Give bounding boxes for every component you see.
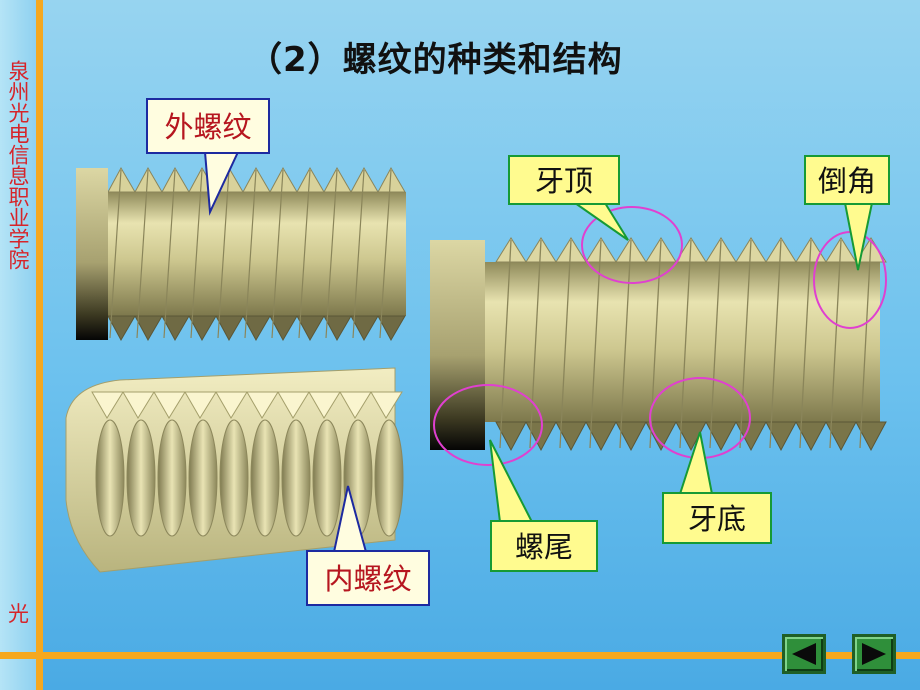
thread-line [709,239,722,449]
thread-groove [157,419,187,537]
vertical-accent-line [36,0,43,690]
thread-tooth [323,166,352,193]
thread-tooth [246,391,279,419]
thread-tooth [269,166,298,193]
horizontal-accent-line [0,652,920,659]
external-thread-image [76,166,406,342]
thread-tooth [615,421,647,452]
thread-tooth [855,421,887,452]
thread-tooth [188,315,217,342]
chamfer-label: 倒角 [804,155,890,205]
thread-line [217,169,230,339]
bolt-thread-teeth [495,237,887,452]
thread-tooth [645,421,677,452]
previous-slide-button[interactable] [782,634,826,674]
thread-tooth [277,391,310,419]
thread-line [859,239,872,449]
thread-tooth [242,166,271,193]
thread-tooth [795,421,827,452]
thread-tooth [184,391,217,419]
thread-tooth [122,391,155,419]
thread-line [109,169,122,339]
next-slide-button[interactable] [852,634,896,674]
crest-highlight-circle [581,206,683,284]
root-pointer [678,431,714,495]
thread-groove [126,419,156,537]
thread-tooth [339,391,372,419]
runout-label: 螺尾 [490,520,598,572]
thread-tooth [296,315,325,342]
thread-line [799,239,812,449]
thread-groove [250,419,280,537]
thread-groove [312,419,342,537]
thread-tooth [555,421,587,452]
internal-thread-label: 内螺纹 [306,550,430,606]
thread-tooth [765,421,797,452]
thread-line [829,239,842,449]
thread-tooth [377,166,406,193]
thread-groove [95,419,125,537]
crest-label: 牙顶 [508,155,620,205]
thread-tooth [153,391,186,419]
thread-tooth [107,166,136,193]
thread-line [379,169,392,339]
thread-groove [281,419,311,537]
thread-tooth [242,315,271,342]
thread-tooth [215,391,248,419]
thread-tooth [825,421,857,452]
thread-tooth [308,391,341,419]
thread-tooth [134,166,163,193]
runout-highlight-circle [433,384,543,466]
triangle-right-icon [862,643,886,665]
thread-groove [219,419,249,537]
thread-tooth [377,315,406,342]
thread-groove [188,419,218,537]
thread-tooth [134,315,163,342]
runout-pointer [489,439,534,523]
bolt-image [430,237,887,452]
thread-tooth [215,315,244,342]
thread-tooth [495,421,527,452]
internal-thread-grooves [91,391,404,537]
thread-line [325,169,338,339]
internal-thread-image [65,367,404,573]
thread-line [271,169,284,339]
thread-tooth [585,421,617,452]
thread-tooth [91,391,124,419]
triangle-left-icon [792,643,816,665]
side-strip [0,0,36,690]
side-character: 光 [8,602,29,626]
thread-line [619,239,632,449]
thread-tooth [350,315,379,342]
slide-title: （2）螺纹的种类和结构 [248,40,623,80]
thread-line [559,239,572,449]
thread-line [190,169,203,339]
thread-line [649,239,662,449]
thread-line [298,169,311,339]
thread-tooth [161,315,190,342]
institution-vertical-text: 泉州光电信息职业学院 [6,60,30,270]
thread-tooth [107,315,136,342]
thread-line [739,239,752,449]
thread-line [769,239,782,449]
thread-tooth [370,391,403,419]
thread-line [163,169,176,339]
thread-tooth [161,166,190,193]
thread-line [529,239,542,449]
thread-line [352,169,365,339]
thread-tooth [735,421,767,452]
thread-tooth [350,166,379,193]
thread-tooth [296,166,325,193]
thread-tooth [323,315,352,342]
thread-tooth [705,421,737,452]
thread-line [244,169,257,339]
root-label: 牙底 [662,492,772,544]
thread-tooth [269,315,298,342]
thread-line [136,169,149,339]
external-thread-label: 外螺纹 [146,98,270,154]
thread-line [679,239,692,449]
thread-line [499,239,512,449]
thread-groove [374,419,404,537]
